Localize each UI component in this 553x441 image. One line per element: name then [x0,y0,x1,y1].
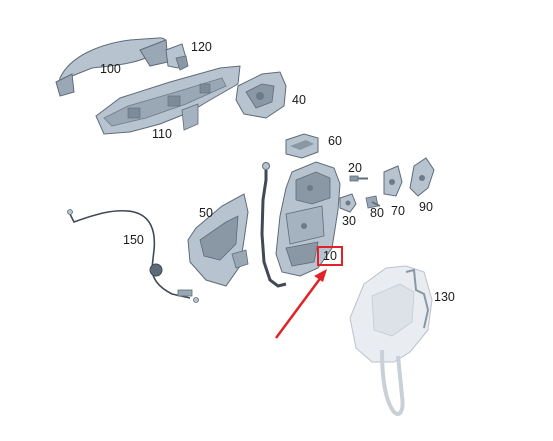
callout-130[interactable]: 130 [434,290,455,304]
callout-10-highlighted[interactable]: 10 [317,246,343,266]
part-90-bracket[interactable] [409,157,435,197]
part-50-bracket[interactable] [187,193,249,287]
callout-70[interactable]: 70 [391,204,405,218]
callout-100[interactable]: 100 [100,62,121,76]
callout-30[interactable]: 30 [342,214,356,228]
part-80-bolt[interactable] [365,195,381,209]
callout-80[interactable]: 80 [370,206,384,220]
part-20-screw[interactable] [349,175,368,182]
callout-90[interactable]: 90 [419,200,433,214]
callout-120[interactable]: 120 [191,40,212,54]
part-100-outer-handle[interactable] [55,37,169,97]
part-60-cover[interactable] [285,133,319,159]
part-120-bracket[interactable] [165,43,189,71]
part-130-lock-assembly-ghost[interactable] [349,265,433,416]
part-30-clip[interactable] [339,193,357,213]
part-40-lock-housing[interactable] [235,71,287,119]
callout-20[interactable]: 20 [348,161,362,175]
callout-arrow [274,269,327,339]
callout-50[interactable]: 50 [199,206,213,220]
callout-60[interactable]: 60 [328,134,342,148]
lock-cable [260,162,287,288]
part-150-release-cable[interactable] [67,209,199,303]
callout-110[interactable]: 110 [152,127,172,141]
callout-40[interactable]: 40 [292,93,306,107]
part-70-bracket[interactable] [383,165,403,197]
callout-150[interactable]: 150 [123,233,144,247]
part-110-handle-carrier[interactable] [95,65,241,135]
